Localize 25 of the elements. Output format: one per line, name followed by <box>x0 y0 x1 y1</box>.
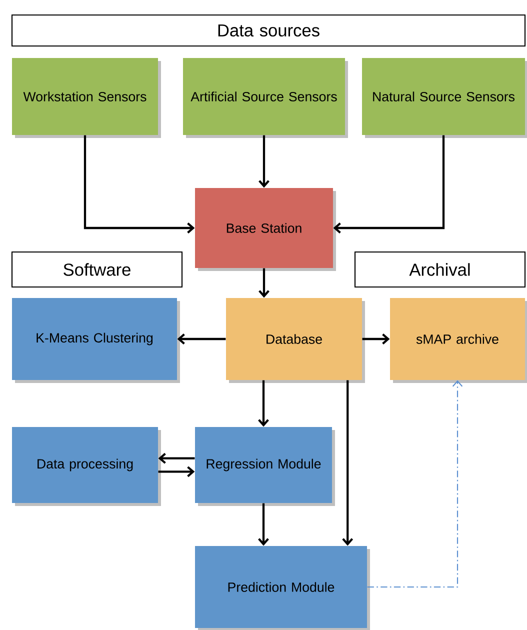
sensor-box: Artificial Source Sensors <box>183 58 348 138</box>
station-box: Base Station <box>195 188 336 271</box>
process-box: Regression Module <box>195 427 335 506</box>
archive-box: sMAP archive <box>390 298 527 383</box>
process-box: Data processing <box>12 427 161 506</box>
header-box: Software <box>11 251 183 288</box>
arrow <box>333 135 445 234</box>
arrow <box>177 334 226 344</box>
arrow <box>158 452 195 464</box>
arrow <box>367 380 463 588</box>
arrow <box>258 380 269 427</box>
sensor-box: Workstation Sensors <box>12 58 161 138</box>
process-box: K-Means Clustering <box>12 298 180 383</box>
arrow <box>362 334 390 344</box>
arrow <box>258 503 269 546</box>
process-box: Prediction Module <box>195 546 370 630</box>
arrow <box>84 135 195 234</box>
arrow <box>258 135 270 188</box>
database-box: Database <box>226 298 365 383</box>
arrow <box>258 268 270 298</box>
arrow <box>158 466 195 478</box>
header-box: Archival <box>354 251 526 288</box>
header-box: Data sources <box>11 14 526 47</box>
arrow <box>342 380 354 546</box>
sensor-box: Natural Source Sensors <box>362 58 527 138</box>
